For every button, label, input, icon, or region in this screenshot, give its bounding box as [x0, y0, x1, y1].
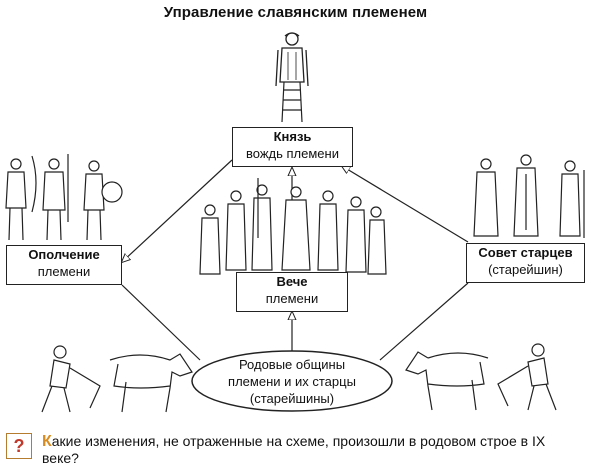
question-first-letter: К — [42, 433, 52, 450]
question-text-block: Какие изменения, не отраженные на схеме,… — [42, 433, 582, 467]
veche-box: Вече племени — [236, 272, 348, 312]
veche-subtitle: племени — [265, 291, 319, 306]
communities-line-2: племени и их старцы — [228, 374, 356, 389]
council-subtitle: (старейшин) — [488, 262, 563, 277]
line-communities-militia — [121, 284, 201, 361]
plowman-left-icon — [41, 345, 193, 413]
communities-ellipse — [191, 350, 393, 412]
council-title: Совет старцев — [478, 245, 573, 260]
council-box: Совет старцев (старейшин) — [466, 243, 585, 283]
veche-title: Вече — [276, 274, 308, 289]
militia-box: Ополчение племени — [6, 245, 122, 285]
communities-line-3: (старейшины) — [249, 391, 335, 406]
elders-group-icon — [473, 154, 585, 238]
question-icon: ? — [6, 433, 32, 459]
arrow-council-prince — [342, 166, 469, 243]
arrow-prince-militia — [122, 159, 233, 262]
communities-line-1: Родовые общины — [238, 357, 346, 372]
veche-crowd-icon — [199, 178, 387, 275]
prince-figure-icon — [275, 32, 309, 123]
militia-subtitle: племени — [37, 264, 91, 279]
plowman-right-icon — [405, 343, 557, 411]
prince-title: Князь — [273, 129, 312, 144]
militia-title: Ополчение — [28, 247, 100, 262]
line-communities-council — [379, 282, 469, 361]
question-text: акие изменения, не отраженные на схеме, … — [42, 433, 546, 466]
prince-box: Князь вождь племени — [232, 127, 353, 167]
communities-text: Родовые общины племени и их старцы (стар… — [202, 356, 382, 407]
diagram-title: Управление славянским племенем — [163, 4, 428, 21]
prince-subtitle: вождь племени — [246, 146, 339, 161]
warriors-group-icon — [5, 154, 123, 241]
